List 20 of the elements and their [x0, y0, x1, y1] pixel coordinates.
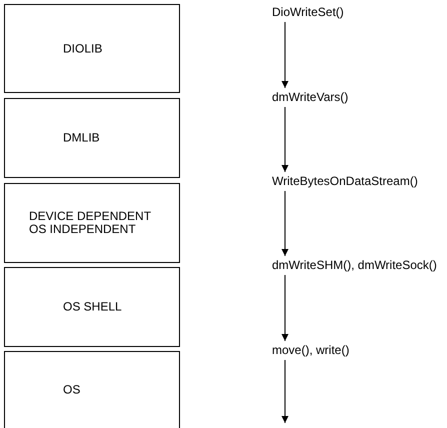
layer-box — [4, 4, 180, 93]
arrow — [282, 22, 288, 88]
function-call-label: move(), write() — [272, 343, 350, 357]
layer-box — [4, 183, 180, 263]
arrow — [282, 106, 288, 172]
function-call-label: WriteBytesOnDataStream() — [272, 174, 418, 188]
arrow — [282, 190, 288, 256]
arrow — [282, 274, 288, 342]
layer-box — [4, 267, 180, 347]
function-call-label: dmWriteVars() — [272, 90, 348, 104]
layer-label: OS SHELL — [62, 300, 123, 314]
function-call-label: DioWriteSet() — [272, 5, 344, 19]
layer-label: DIOLIB — [62, 42, 104, 55]
layer-label: DMLIB — [62, 132, 101, 144]
arrow — [282, 360, 288, 424]
layer-label: OS — [62, 384, 82, 396]
layer-box — [4, 98, 180, 178]
layer-box — [4, 351, 180, 428]
layer-label: DEVICE DEPENDENT OS INDEPENDENT — [28, 210, 152, 236]
function-call-label: dmWriteSHM(), dmWriteSock() — [272, 258, 437, 272]
